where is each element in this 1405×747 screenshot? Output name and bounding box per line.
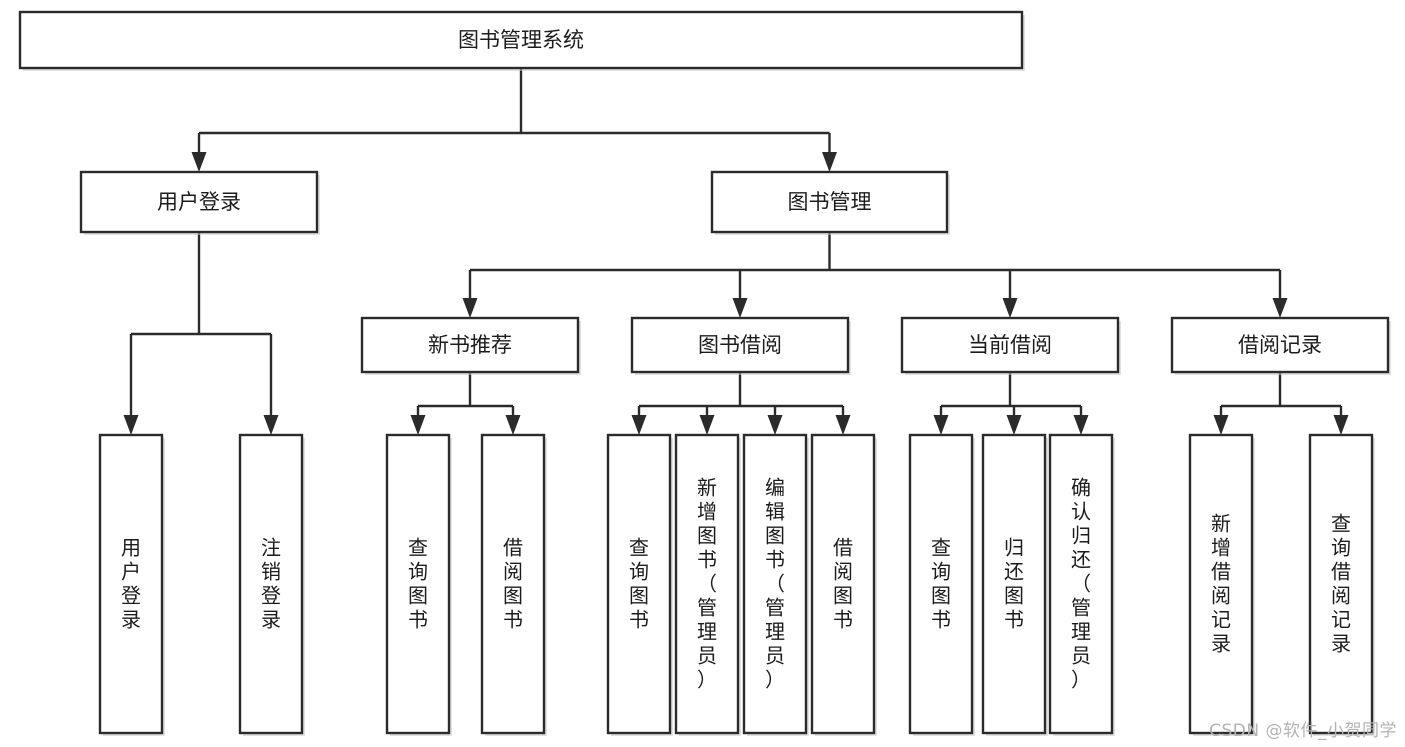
edges-layer: [123, 68, 1349, 435]
node-book-manage[interactable]: 图书管理: [710, 170, 950, 235]
node-label: 新书推荐: [428, 333, 512, 357]
node-label: 查询借阅记录: [1331, 512, 1351, 656]
node-leaf-rec-borrow[interactable]: 借阅图书: [480, 433, 547, 736]
node-book-borrow[interactable]: 图书借阅: [630, 316, 851, 375]
node-leaf-rec-query[interactable]: 查询图书: [385, 433, 452, 736]
nodes-layer: 图书管理系统用户登录图书管理新书推荐图书借阅当前借阅借阅记录用户登录注销登录查询…: [18, 10, 1391, 736]
edge-group-root: [191, 68, 837, 172]
node-label: 当前借阅: [968, 333, 1052, 357]
node-root[interactable]: 图书管理系统: [18, 10, 1025, 71]
node-label: 图书借阅: [698, 333, 782, 357]
node-label: 用户登录: [121, 536, 141, 632]
node-leaf-cb-confirm[interactable]: 确认归还（管理员）: [1048, 433, 1115, 736]
edge-group-borrow_record: [1213, 372, 1349, 435]
node-label: 新增借阅记录: [1211, 512, 1231, 656]
node-leaf-logout[interactable]: 注销登录: [238, 433, 305, 736]
node-leaf-bb-borrow[interactable]: 借阅图书: [810, 433, 877, 736]
node-label: 确认归还（管理员）: [1071, 476, 1091, 692]
edge-group-user_login: [123, 232, 279, 435]
node-label: 编辑图书（管理员）: [765, 476, 785, 692]
node-label: 归还图书: [1004, 536, 1024, 632]
node-leaf-bb-query[interactable]: 查询图书: [606, 433, 673, 736]
node-user-login[interactable]: 用户登录: [79, 170, 320, 235]
node-leaf-br-query[interactable]: 查询借阅记录: [1308, 433, 1375, 736]
node-label: 图书管理: [788, 190, 872, 214]
node-leaf-bb-add[interactable]: 新增图书（管理员）: [674, 433, 741, 736]
edge-group-book_borrow: [631, 372, 851, 435]
node-leaf-user-login[interactable]: 用户登录: [98, 433, 165, 736]
node-label: 新增图书（管理员）: [697, 476, 717, 692]
node-leaf-bb-edit[interactable]: 编辑图书（管理员）: [742, 433, 809, 736]
node-label: 图书管理系统: [458, 28, 584, 52]
node-label: 借阅记录: [1238, 333, 1322, 357]
node-label: 查询图书: [629, 536, 649, 632]
edge-group-book_manage: [462, 232, 1288, 318]
node-label: 用户登录: [157, 190, 241, 214]
node-current-borrow[interactable]: 当前借阅: [900, 316, 1121, 375]
node-label: 借阅图书: [503, 536, 523, 632]
node-new-book-rec[interactable]: 新书推荐: [360, 316, 581, 375]
edge-group-current_borrow: [933, 372, 1089, 435]
node-label: 查询图书: [931, 536, 951, 632]
edge-group-new_book_rec: [410, 372, 521, 435]
node-leaf-br-add[interactable]: 新增借阅记录: [1188, 433, 1255, 736]
node-label: 借阅图书: [833, 536, 853, 632]
node-label: 注销登录: [261, 536, 281, 632]
node-leaf-cb-query[interactable]: 查询图书: [908, 433, 975, 736]
node-label: 查询图书: [408, 536, 428, 632]
node-leaf-cb-return[interactable]: 归还图书: [981, 433, 1048, 736]
node-borrow-record[interactable]: 借阅记录: [1170, 316, 1391, 375]
